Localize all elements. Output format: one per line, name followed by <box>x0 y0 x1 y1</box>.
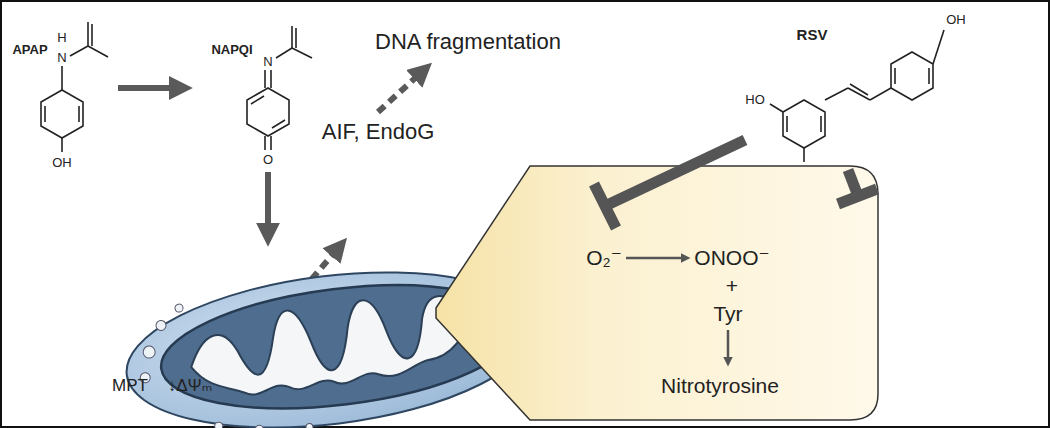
compound-name: RSV <box>797 27 828 44</box>
atom-label: OH <box>51 156 73 170</box>
atom-label: O <box>262 153 274 167</box>
protein-label: AIF, EndoG <box>322 120 435 144</box>
release-arrow <box>378 70 424 112</box>
reaction-arrow <box>265 172 271 236</box>
reaction-arrow <box>118 85 182 91</box>
atom-label: H <box>56 31 67 45</box>
atom-label: N <box>56 51 67 65</box>
event-label: ↓ΔΨₘ <box>168 377 213 396</box>
inhibition-bar <box>838 170 877 204</box>
operator: + <box>726 274 738 297</box>
callout-panel: O₂⁻ ONOO⁻ + TyrNitrotyrosine <box>430 158 882 424</box>
inhibition-bar <box>594 140 745 228</box>
molecule-label: Nitrotyrosine <box>661 374 779 397</box>
compound-name: NAPQI <box>211 43 252 57</box>
panel-outline <box>430 158 882 424</box>
molecule-label: ONOO⁻ <box>694 246 769 269</box>
atom-label: HO <box>744 93 766 107</box>
atom-label: N <box>262 55 273 69</box>
process-label: DNA fragmentation <box>375 30 561 54</box>
event-label: MPT <box>112 377 148 396</box>
molecule-label: O₂⁻ <box>586 246 622 269</box>
apap-structure <box>41 22 108 152</box>
napqi-structure <box>247 26 312 150</box>
molecule-label: Tyr <box>713 302 742 325</box>
atom-label: OH <box>945 13 967 27</box>
rsv-structure <box>770 30 944 162</box>
compound-name: APAP <box>12 43 47 57</box>
